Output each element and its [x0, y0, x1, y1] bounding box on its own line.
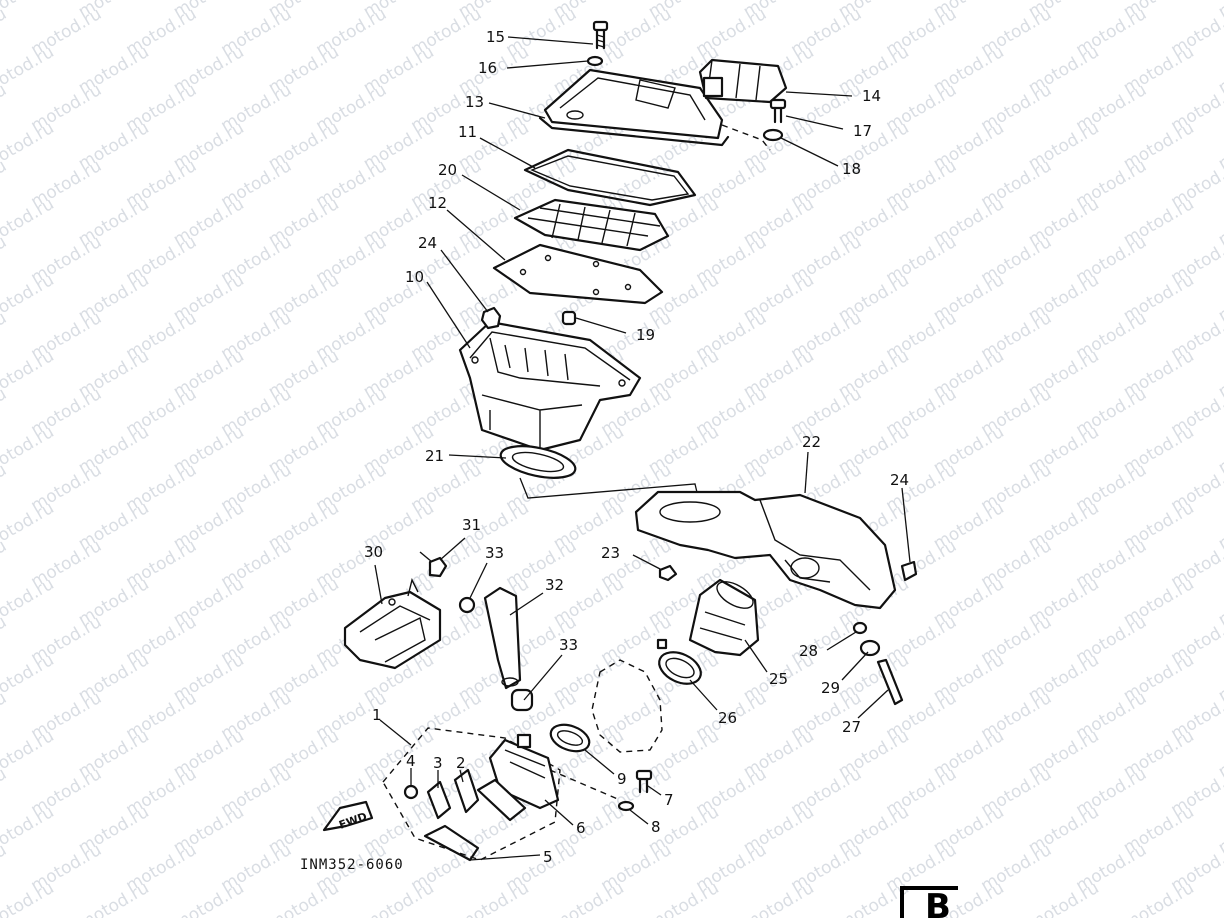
callout-31: 31: [462, 516, 481, 534]
clip-23: [658, 564, 678, 582]
callout-1: 1: [372, 706, 382, 724]
callout-30: 30: [364, 543, 383, 561]
bolt-24-top: [480, 306, 502, 330]
callout-2: 2: [456, 754, 466, 772]
carburetor-joint-25: [688, 578, 760, 657]
washer-18: [762, 128, 784, 142]
section-box: B: [900, 886, 958, 918]
screw-4: [403, 784, 419, 800]
callout-9: 9: [617, 770, 627, 788]
cover-30: [343, 577, 442, 670]
callout-6: 6: [576, 819, 586, 837]
screw-15: [592, 20, 609, 50]
callout-8: 8: [651, 818, 661, 836]
callout-3: 3: [433, 754, 443, 772]
carburetor-outline: [591, 659, 663, 753]
callout-17: 17: [853, 122, 872, 140]
bolt-7: [635, 769, 653, 794]
callout-26: 26: [718, 709, 737, 727]
plate-12: [492, 243, 664, 305]
section-letter: B: [925, 887, 951, 918]
hose-clip-33-top: [458, 596, 476, 614]
callout-27: 27: [842, 718, 861, 736]
washer-16: [586, 55, 604, 67]
callout-21: 21: [425, 447, 444, 465]
bolt-24-side: [900, 560, 918, 582]
callout-10: 10: [405, 268, 424, 286]
hose-32: [483, 586, 522, 690]
callout-20: 20: [438, 161, 457, 179]
callout-5: 5: [543, 848, 553, 866]
seal-21: [499, 445, 577, 479]
leader-lines: [374, 36, 911, 861]
gasket-5: [423, 824, 480, 862]
callout-13: 13: [465, 93, 484, 111]
callout-33-bottom: 33: [559, 636, 578, 654]
callout-22: 22: [802, 433, 821, 451]
screw-31: [419, 551, 448, 578]
callout-18: 18: [842, 160, 861, 178]
clamp-9: [549, 723, 591, 753]
callout-7: 7: [664, 791, 674, 809]
callout-12: 12: [428, 194, 447, 212]
screw-17: [769, 98, 787, 124]
band-28-29: [852, 621, 904, 706]
reed-petal-2: [453, 768, 480, 814]
callout-24-top: 24: [418, 234, 437, 252]
hose-clamp-26: [656, 638, 702, 685]
callout-29: 29: [821, 679, 840, 697]
reed-stopper-3: [426, 780, 452, 820]
washer-8: [617, 800, 635, 812]
air-duct-22: [634, 490, 897, 610]
connector-14: [698, 58, 788, 104]
callout-32: 32: [545, 576, 564, 594]
watermark-text: motod.ru: [1215, 0, 1224, 22]
grommet-19: [561, 310, 577, 326]
air-filter-element-20: [513, 198, 670, 252]
callout-25: 25: [769, 670, 788, 688]
fwd-arrow: FWD: [322, 800, 374, 832]
callout-11: 11: [458, 123, 477, 141]
callout-23: 23: [601, 544, 620, 562]
hose-clip-33-bottom: [510, 688, 534, 712]
callout-4: 4: [406, 752, 416, 770]
air-box-cover: [538, 68, 730, 147]
drawing-code: INM352-6060: [300, 857, 404, 873]
callout-16: 16: [478, 59, 497, 77]
callout-28: 28: [799, 642, 818, 660]
callout-24-side: 24: [890, 471, 909, 489]
callout-33-top: 33: [485, 544, 504, 562]
callout-labels: 15 16 13 14 17 11 18 20 12 24 10 19 21 2…: [364, 28, 909, 866]
callout-15: 15: [486, 28, 505, 46]
callout-14: 14: [862, 87, 881, 105]
air-box-case-10: [458, 320, 642, 452]
gasket-11: [523, 148, 697, 207]
callout-19: 19: [636, 326, 655, 344]
reed-block: [476, 778, 527, 822]
